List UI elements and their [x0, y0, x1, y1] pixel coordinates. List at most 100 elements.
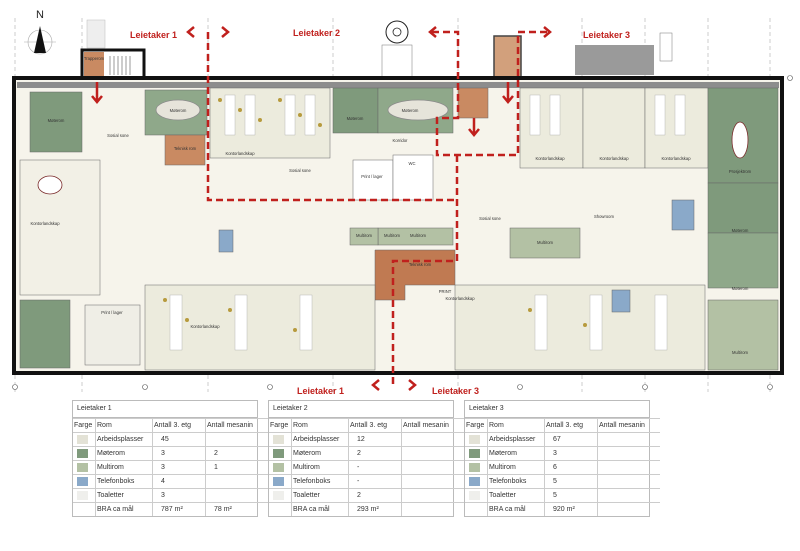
- count-mezzanine-cell: [401, 446, 464, 461]
- count-floor-cell: 6: [544, 460, 598, 475]
- count-floor-cell: 2: [348, 488, 402, 503]
- column-header: Antall mesanin: [401, 418, 464, 433]
- room-cell: Arbeidsplasser: [95, 432, 153, 447]
- count-floor-cell: 12: [348, 432, 402, 447]
- color-cell: [465, 474, 488, 489]
- room-label: Møterom: [732, 228, 749, 233]
- room-cell: Multirom: [487, 460, 545, 475]
- stairwell-east: [493, 35, 522, 79]
- room-label: Kontorlandskap: [445, 296, 475, 301]
- count-floor-cell: 3: [152, 460, 206, 475]
- room-label: Multirom: [384, 233, 401, 238]
- spiral-stair-icon: [381, 20, 413, 79]
- column-header: Antall mesanin: [205, 418, 268, 433]
- count-mezzanine-cell: [401, 474, 464, 489]
- count-floor-cell: 787 m²: [152, 502, 206, 516]
- tenant-label-3-bottom: Leietaker 3: [432, 386, 479, 396]
- room-label: Møterom: [732, 286, 749, 291]
- count-mezzanine-cell: [597, 460, 660, 475]
- desk-groups: [169, 94, 686, 351]
- color-swatch: [273, 463, 284, 472]
- room-label: Kontorlandskap: [190, 324, 220, 329]
- table-row: Multirom-: [269, 460, 464, 475]
- room-cell: Toaletter: [95, 488, 153, 503]
- room-label: PRINT: [439, 289, 452, 294]
- color-cell: [73, 460, 96, 475]
- room-cell: BRA ca mål: [291, 502, 349, 516]
- room-cell: Telefonboks: [95, 474, 153, 489]
- room-label: Sosial sone: [479, 216, 501, 221]
- room-label: Møterom: [347, 116, 364, 121]
- room-cell: Toaletter: [487, 488, 545, 503]
- count-mezzanine-cell: [597, 488, 660, 503]
- color-swatch: [77, 477, 88, 486]
- telefonboks-2: [611, 289, 631, 313]
- table-title: Leietaker 2: [269, 401, 453, 418]
- floor-plan: N: [12, 9, 793, 396]
- teknisk-rom-1-room: [164, 134, 206, 166]
- room-cell: Toaletter: [291, 488, 349, 503]
- room-cell: Arbeidsplasser: [487, 432, 545, 447]
- moterom-a-room: [29, 91, 83, 153]
- table-title: Leietaker 1: [73, 401, 257, 418]
- column-header: Farge: [269, 418, 292, 433]
- color-cell: [465, 432, 488, 447]
- meeting-tables: [37, 99, 749, 195]
- moterom-c-room: [332, 87, 379, 134]
- color-cell: [269, 502, 292, 516]
- room-label: Sosial sone: [107, 133, 129, 138]
- room-label: WC: [409, 161, 416, 166]
- shaft-room: [457, 87, 489, 119]
- count-mezzanine-cell: 2: [205, 446, 268, 461]
- trapperom-room: [84, 52, 104, 76]
- color-cell: [465, 502, 488, 516]
- kontorlandskap-5-area: [144, 284, 376, 371]
- multirom-4-room: [509, 227, 581, 259]
- column-header: Rom: [487, 418, 545, 433]
- count-mezzanine-cell: 1: [205, 460, 268, 475]
- color-cell: [73, 474, 96, 489]
- room-label: Trapperom: [84, 56, 105, 61]
- count-floor-cell: 45: [152, 432, 206, 447]
- count-floor-cell: 293 m²: [348, 502, 402, 516]
- stairs-icon: [109, 56, 131, 75]
- room-label: Multirom: [410, 233, 427, 238]
- room-cell: BRA ca mål: [487, 502, 545, 516]
- telefonboks-1: [671, 199, 695, 231]
- count-mezzanine-cell: [205, 474, 268, 489]
- color-cell: [73, 446, 96, 461]
- room-cell: Multirom: [95, 460, 153, 475]
- room-label: Kontorlandskap: [30, 221, 60, 226]
- room-label: Møterom: [402, 108, 419, 113]
- room-label: Print / lager: [101, 310, 123, 315]
- color-cell: [73, 502, 96, 516]
- table-row: Telefonboks-: [269, 474, 464, 489]
- roof-structure: [575, 45, 654, 75]
- column-header: Farge: [465, 418, 488, 433]
- print-lager-2-room: [84, 304, 141, 366]
- room-cell: Møterom: [95, 446, 153, 461]
- color-cell: [269, 446, 292, 461]
- moterom-e-room: [707, 182, 779, 234]
- room-label: Teknisk rom: [174, 146, 197, 151]
- tenant-label-2-top: Leietaker 2: [293, 28, 340, 38]
- column-header: Rom: [291, 418, 349, 433]
- count-mezzanine-cell: [597, 446, 660, 461]
- room-label: Print / lager: [361, 174, 383, 179]
- count-floor-cell: 920 m²: [544, 502, 598, 516]
- room-label: Multirom: [732, 350, 749, 355]
- color-swatch: [77, 463, 88, 472]
- room-label: Kontorlandskap: [599, 156, 629, 161]
- column-header: Antall 3. etg: [544, 418, 598, 433]
